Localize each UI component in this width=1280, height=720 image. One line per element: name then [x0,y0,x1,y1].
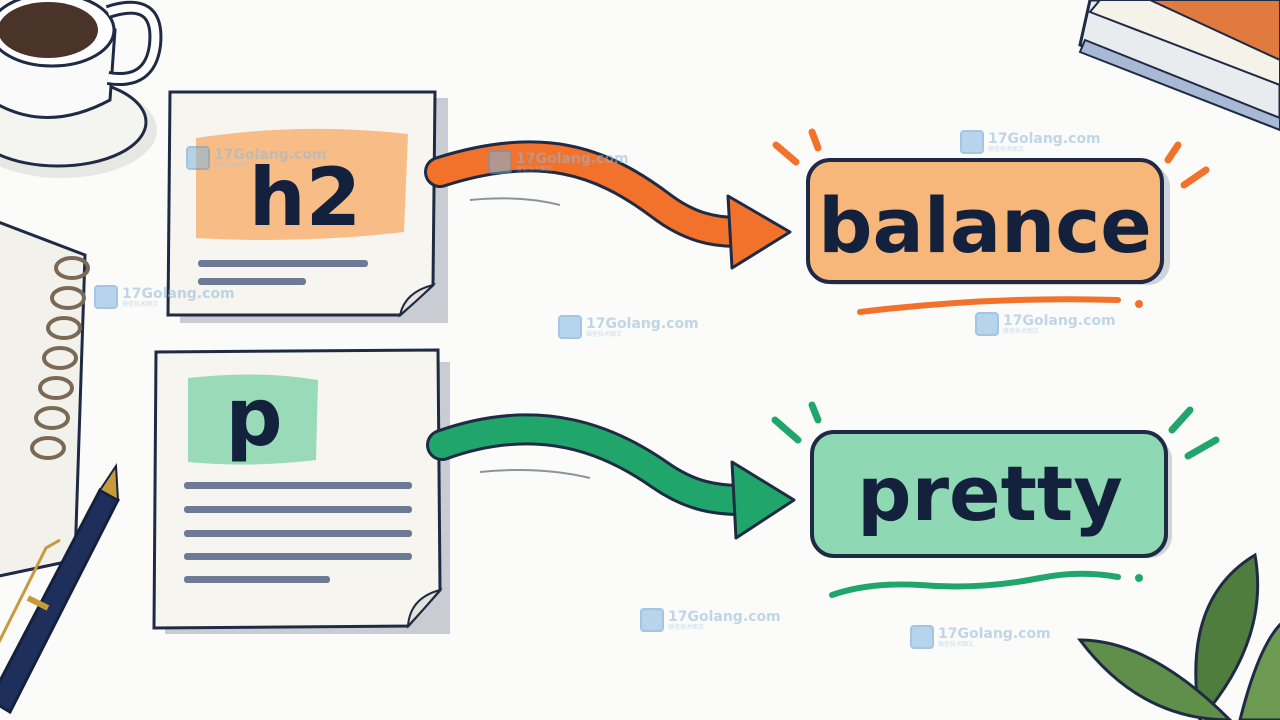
watermark-logo-icon [960,130,984,154]
label-balance: balance [818,181,1152,270]
coffee-cup-icon [0,0,163,178]
underline [829,570,1121,598]
watermark-logo-icon [488,150,512,174]
notebook-icon [0,221,90,578]
text-line [184,530,412,537]
text-line [198,278,306,285]
tag-h2: h2 [249,151,362,244]
text-line [184,482,412,489]
underline [857,296,1121,315]
sparkle-icon [772,128,1210,189]
text-line [184,576,330,583]
text-line [198,260,368,267]
watermark-logo-icon [910,625,934,649]
watermark-logo-icon [975,312,999,336]
tag-p: p [225,371,282,464]
label-pretty: pretty [857,449,1123,538]
result-balance: balance [772,128,1210,315]
plant-icon [1076,552,1280,720]
watermark-logo-icon [186,146,210,170]
watermark-logo-icon [94,285,118,309]
book-icon [1078,0,1280,132]
arrow-green [426,413,796,540]
document-p: p [152,348,450,634]
watermark-logo-icon [640,608,664,632]
result-pretty: pretty [771,401,1220,598]
pen-icon [0,462,120,715]
document-h2: h2 [166,90,448,323]
text-line [184,506,412,513]
sparkle-icon [771,401,1220,460]
watermark-logo-icon [558,315,582,339]
text-line [184,553,412,560]
